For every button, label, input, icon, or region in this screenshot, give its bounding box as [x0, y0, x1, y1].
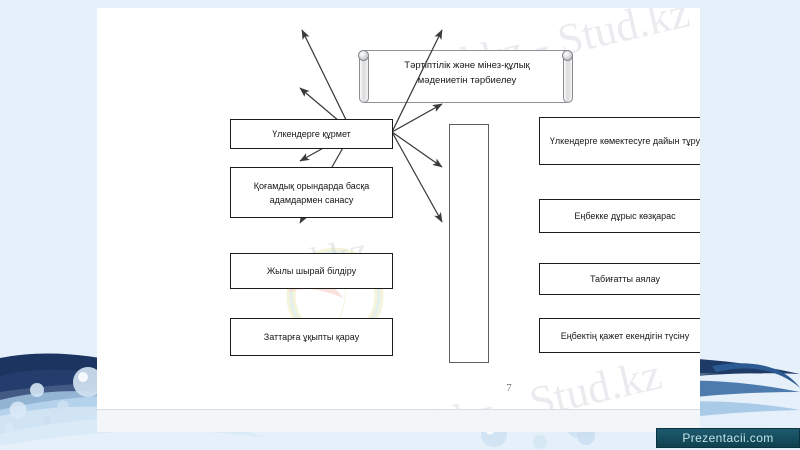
flow-box-right-3[interactable]: Табиғатты аялау [539, 263, 700, 295]
flow-box-right-1[interactable]: Үлкендерге көмектесуге дайын тұру [539, 117, 700, 165]
diagram-title-line2: мәдениетін тәрбиелеу [417, 75, 517, 86]
prezentacii-badge[interactable]: Prezentacii.com [656, 428, 800, 448]
flow-box-right-4[interactable]: Еңбектің қажет екендігін түсіну [539, 318, 700, 353]
page-number: 7 [506, 382, 512, 394]
flow-box-left-2[interactable]: Қоғамдық орындарда басқа адамдармен сана… [230, 167, 393, 218]
presentation-slide: Stud.kz - Stud.kz Stud.kz Stud.kz - Stud… [97, 8, 700, 432]
prezentacii-badge-label: Prezentacii.com [682, 431, 774, 445]
flow-box-left-4[interactable]: Заттарға ұқыпты қарау [230, 318, 393, 356]
flow-box-left-3[interactable]: Жылы шырай білдіру [230, 253, 393, 289]
banner-knob-left [358, 50, 369, 61]
diagram-title-line1: Тәртіптілік және мінез-құлық [404, 60, 530, 71]
slide-footer-band [97, 410, 700, 432]
flow-box-left-1[interactable]: Үлкендерге құрмет [230, 119, 393, 149]
central-connector-bar [449, 124, 489, 363]
diagram-title-banner: Тәртіптілік және мінез-құлық мәдениетін … [355, 50, 577, 103]
banner-knob-right [562, 50, 573, 61]
slide-divider [97, 409, 700, 410]
diagram-title: Тәртіптілік және мінез-құлық мәдениетін … [375, 58, 559, 88]
flow-box-right-2[interactable]: Еңбекке дұрыс көзқарас [539, 199, 700, 233]
